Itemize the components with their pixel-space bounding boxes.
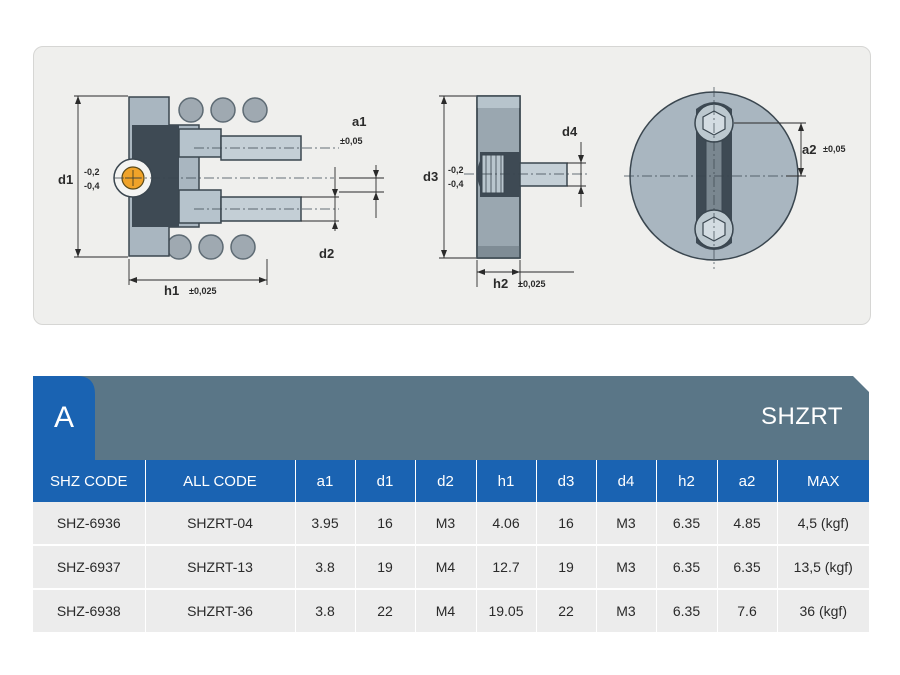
side-view: d3 -0,2 -0,4 h2 ±0,025 d4 xyxy=(423,95,589,291)
column-header: d1 xyxy=(355,460,416,502)
table-cell: 6.35 xyxy=(656,502,718,546)
section-view: d1 -0,2 -0,4 h1 ±0,025 a1 ±0,05 d2 xyxy=(58,95,384,298)
column-header: d2 xyxy=(415,460,477,502)
column-header: MAX xyxy=(777,460,869,502)
table-header-row: SHZ CODE ALL CODE a1 d1 d2 h1 d3 d4 h2 a… xyxy=(33,460,869,502)
table-cell: 22 xyxy=(355,589,416,634)
table-cell: 6.35 xyxy=(656,545,718,590)
table-cell: 16 xyxy=(536,502,597,546)
table-cell: SHZ-6938 xyxy=(33,589,146,634)
table-cell: 6.35 xyxy=(717,545,778,590)
table-cell: 3.8 xyxy=(295,545,356,590)
table-cell: 7.6 xyxy=(717,589,778,634)
table-cell: 4.06 xyxy=(476,502,537,546)
front-view: a2 ±0,05 xyxy=(624,87,845,269)
table-cell: SHZ-6937 xyxy=(33,545,146,590)
a1-label: a1 xyxy=(352,114,366,129)
table-cell: SHZ-6936 xyxy=(33,502,146,546)
table-cell: M3 xyxy=(415,502,477,546)
series-title: SHZRT xyxy=(760,403,843,430)
section-letter: A xyxy=(53,401,74,434)
column-header: a1 xyxy=(295,460,356,502)
a2-tolerance: ±0,05 xyxy=(823,144,845,154)
column-header: h1 xyxy=(476,460,537,502)
d3-tolerance-upper: -0,2 xyxy=(448,165,464,175)
section-banner: A SHZRT xyxy=(33,376,869,460)
table-cell: 4,5 (kgf) xyxy=(777,502,869,546)
column-header: a2 xyxy=(717,460,778,502)
table-cell: M3 xyxy=(596,545,657,590)
table-row: SHZ-6938 SHZRT-36 3.8 22 M4 19.05 22 M3 … xyxy=(33,589,869,634)
h1-label: h1 xyxy=(164,283,179,298)
d1-label: d1 xyxy=(58,172,73,187)
table-cell: SHZRT-04 xyxy=(145,502,296,546)
column-header: d3 xyxy=(536,460,597,502)
d3-label: d3 xyxy=(423,169,438,184)
column-header: d4 xyxy=(596,460,657,502)
table-cell: 36 (kgf) xyxy=(777,589,869,634)
column-header: ALL CODE xyxy=(145,460,296,502)
column-header: SHZ CODE xyxy=(33,460,146,502)
technical-drawing: d1 -0,2 -0,4 h1 ±0,025 a1 ±0,05 d2 xyxy=(58,87,845,298)
h2-tolerance: ±0,025 xyxy=(518,279,545,289)
table-cell: SHZRT-13 xyxy=(145,545,296,590)
table-cell: 16 xyxy=(355,502,416,546)
table-cell: M3 xyxy=(596,502,657,546)
table-cell: 4.85 xyxy=(717,502,778,546)
a1-tolerance: ±0,05 xyxy=(340,136,362,146)
table-cell: 19 xyxy=(355,545,416,590)
d3-tolerance-lower: -0,4 xyxy=(448,179,464,189)
table-cell: M3 xyxy=(596,589,657,634)
d4-label: d4 xyxy=(562,124,578,139)
d2-label: d2 xyxy=(319,246,334,261)
table-cell: 12.7 xyxy=(476,545,537,590)
table-cell: 3.8 xyxy=(295,589,356,634)
h1-tolerance: ±0,025 xyxy=(189,286,216,296)
table-cell: M4 xyxy=(415,545,477,590)
table-cell: 3.95 xyxy=(295,502,356,546)
h2-label: h2 xyxy=(493,276,508,291)
d1-tolerance-lower: -0,4 xyxy=(84,181,100,191)
d1-tolerance-upper: -0,2 xyxy=(84,167,100,177)
table-cell: 19 xyxy=(536,545,597,590)
table-cell: 13,5 (kgf) xyxy=(777,545,869,590)
table-cell: SHZRT-36 xyxy=(145,589,296,634)
banner-shape xyxy=(33,376,869,460)
table-row: SHZ-6937 SHZRT-13 3.8 19 M4 12.7 19 M3 6… xyxy=(33,545,869,590)
table-cell: 6.35 xyxy=(656,589,718,634)
column-header: h2 xyxy=(656,460,718,502)
table-cell: 19.05 xyxy=(476,589,537,634)
specification-table: SHZ CODE ALL CODE a1 d1 d2 h1 d3 d4 h2 a… xyxy=(33,460,869,634)
table-cell: M4 xyxy=(415,589,477,634)
table-cell: 22 xyxy=(536,589,597,634)
technical-drawing-panel: d1 -0,2 -0,4 h1 ±0,025 a1 ±0,05 d2 xyxy=(33,46,871,325)
table-row: SHZ-6936 SHZRT-04 3.95 16 M3 4.06 16 M3 … xyxy=(33,502,869,546)
a2-label: a2 xyxy=(802,142,816,157)
